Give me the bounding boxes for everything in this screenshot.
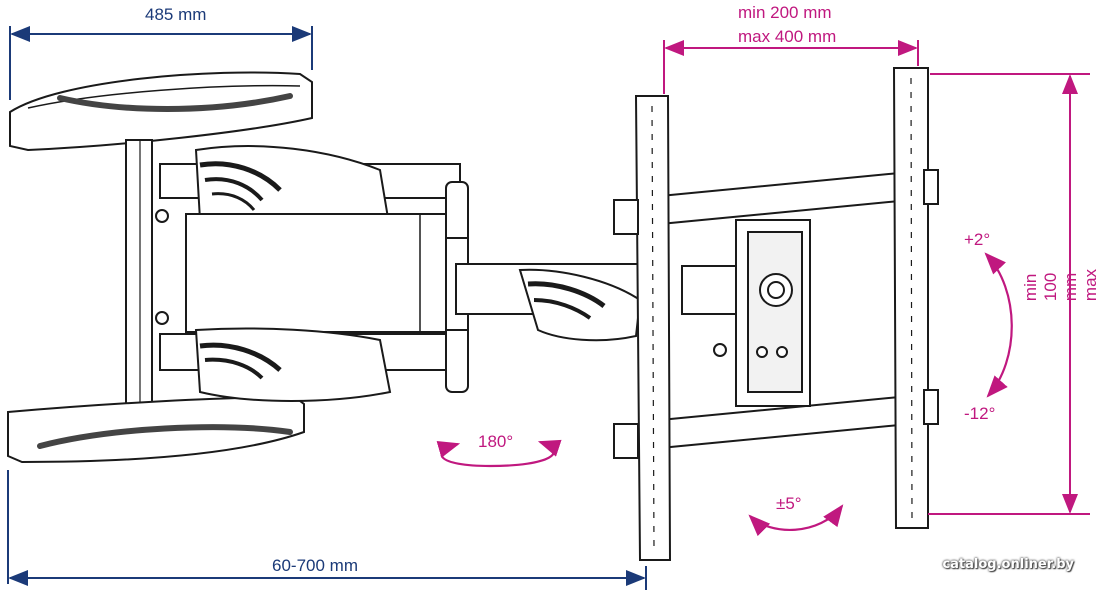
tv-bracket bbox=[659, 170, 911, 450]
right-rail bbox=[892, 67, 939, 529]
bracket-top-bar bbox=[659, 170, 911, 226]
lower-arm bbox=[155, 311, 461, 402]
wall-plate bbox=[7, 71, 313, 464]
rotation-arc bbox=[748, 504, 844, 537]
wall-plate-post bbox=[125, 139, 153, 409]
rotation-label: ±5° bbox=[776, 494, 802, 513]
vesa-vertical-label: min 100 mm max 400 mm bbox=[1021, 268, 1100, 302]
tilt-down-label: -12° bbox=[964, 404, 996, 423]
tilt-up-label: +2° bbox=[964, 230, 991, 249]
wall-distance-label: 60-700 mm bbox=[272, 556, 358, 575]
forward-arm bbox=[455, 263, 643, 342]
dimension-wall-distance bbox=[7, 470, 647, 590]
dimension-vesa-horizontal bbox=[663, 40, 919, 94]
watermark: catalog.onliner.by bbox=[942, 557, 1074, 572]
arm-joint-block bbox=[185, 213, 449, 333]
dimension-arm-width bbox=[9, 26, 313, 100]
vesa-horizontal-min-label: min 200 mm bbox=[738, 3, 832, 22]
left-rail bbox=[613, 95, 672, 561]
swivel-label: 180° bbox=[478, 432, 514, 451]
tilt-arc bbox=[984, 252, 1013, 398]
dimension-vesa-vertical bbox=[928, 73, 1090, 515]
arm-width-label: 485 mm bbox=[145, 5, 207, 24]
vesa-horizontal-max-label: max 400 mm bbox=[738, 27, 837, 46]
swivel-arc bbox=[436, 439, 562, 468]
